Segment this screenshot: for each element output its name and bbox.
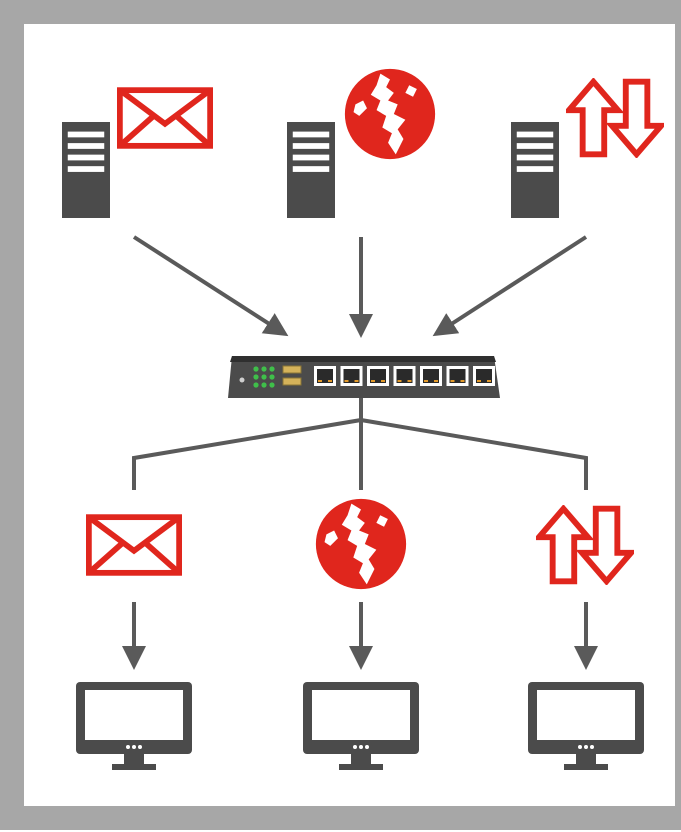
server-icon [62, 122, 110, 218]
globe-icon [315, 498, 407, 590]
arrow-mail-to-switch [132, 235, 289, 337]
service-to-client-arrows [122, 602, 598, 670]
envelope-icon [120, 90, 210, 146]
network-switch-icon [228, 356, 500, 398]
ethernet-port [367, 366, 389, 386]
ethernet-port [446, 366, 469, 386]
branch-left [132, 418, 362, 490]
globe-icon [344, 68, 436, 160]
ethernet-ports [314, 366, 495, 386]
server-icon [511, 122, 559, 218]
server-to-switch-arrows [132, 235, 588, 338]
switch-to-client-lines [132, 398, 588, 490]
ethernet-port [420, 366, 442, 386]
branch-right [360, 418, 588, 490]
ethernet-port [393, 366, 416, 386]
ethernet-port [340, 366, 363, 386]
status-leds [253, 366, 275, 388]
server-icon [287, 122, 335, 218]
arrow-file-to-switch [432, 235, 588, 337]
usb-ports [282, 365, 302, 386]
envelope-icon [89, 517, 179, 573]
ethernet-port [473, 366, 495, 386]
ethernet-port [314, 366, 336, 386]
